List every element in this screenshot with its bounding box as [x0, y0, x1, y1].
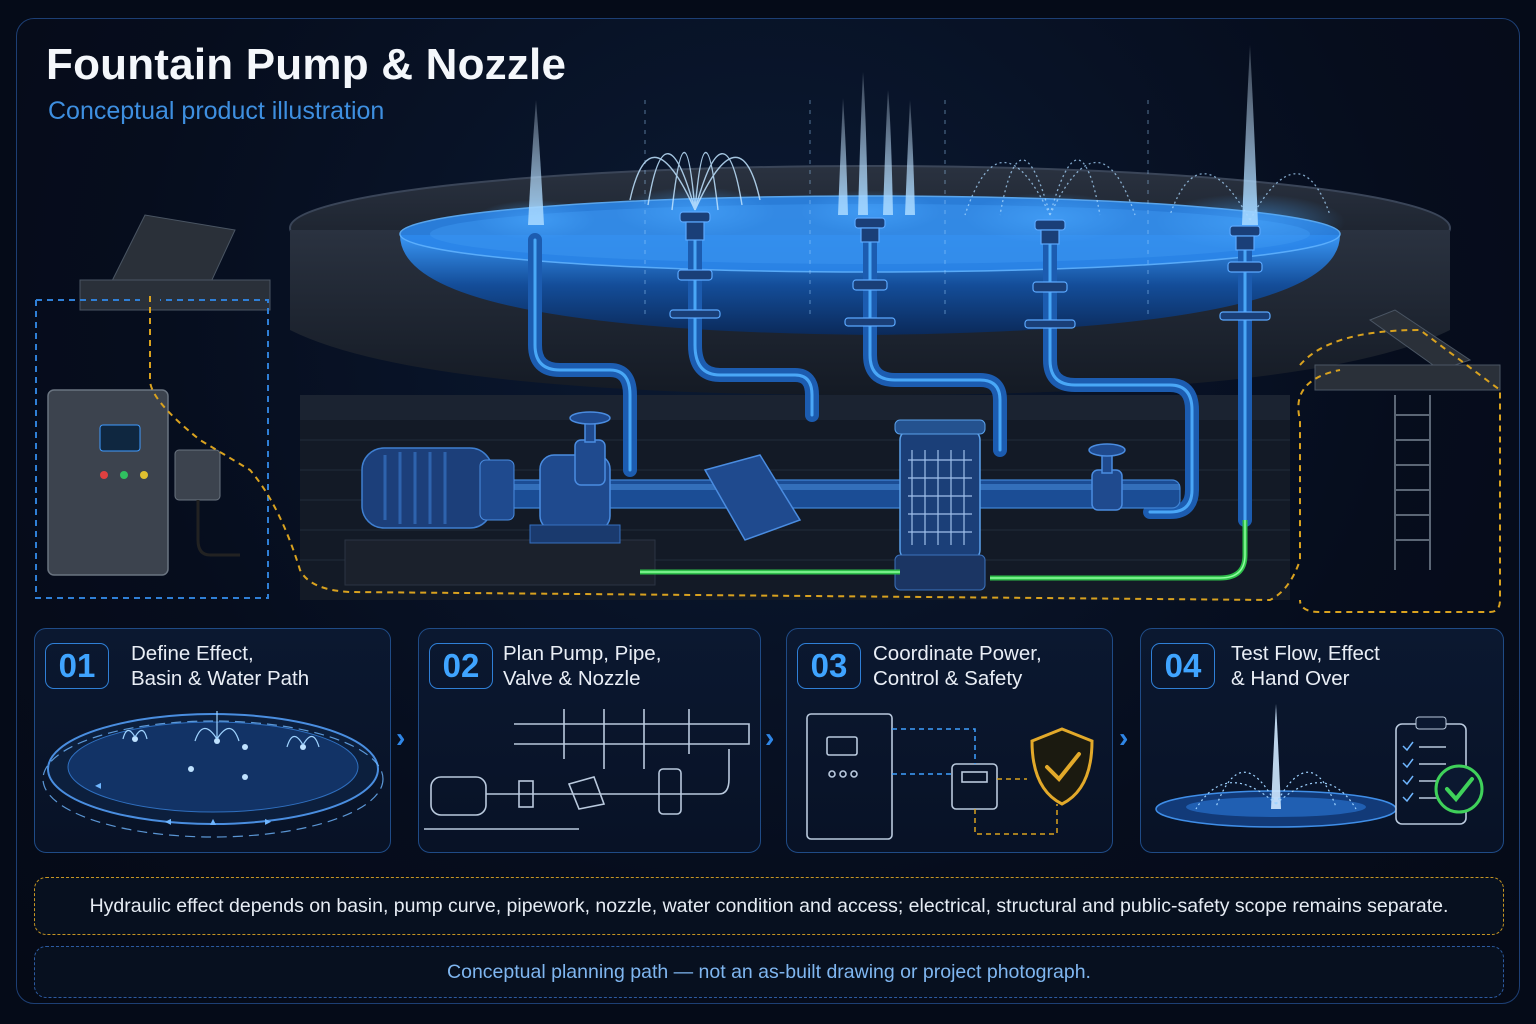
- scope-note: Hydraulic effect depends on basin, pump …: [34, 877, 1504, 935]
- shield-check-icon: [1030, 727, 1094, 806]
- chevron-right-icon: ›: [396, 722, 406, 753]
- ladder-icon: [1394, 395, 1431, 570]
- svg-text:◂: ◂: [95, 778, 101, 792]
- main-pipeline: [469, 479, 1181, 509]
- nozzle-icon: [669, 211, 1271, 329]
- basin-plan-icon: ◂ ◂ ▸ ▴: [42, 711, 384, 838]
- step-card-01: 01 Define Effect, Basin & Water Path ◂ ◂ ▸…: [34, 628, 391, 853]
- disclaimer-note: Conceptual planning path — not an as-bui…: [34, 946, 1504, 998]
- page-subtitle: Conceptual product illustration: [48, 97, 385, 125]
- step-number: 03: [797, 643, 861, 689]
- page-title: Fountain Pump & Nozzle: [46, 40, 567, 89]
- test-handover-icon: [1155, 704, 1484, 828]
- clipboard-check-icon: [1395, 716, 1484, 825]
- step-title: Test Flow, Effect & Hand Over: [1231, 642, 1380, 690]
- strainer-icon: [703, 454, 802, 541]
- step-number: 02: [429, 643, 493, 689]
- step-card-03: 03 Coordinate Power, Control & Safety: [786, 628, 1113, 853]
- step-title: Coordinate Power, Control & Safety: [873, 642, 1042, 690]
- junction-box-icon: [174, 449, 240, 557]
- access-hatch-icon: [79, 214, 1501, 391]
- step-card-02: 02 Plan Pump, Pipe, Valve & Nozzle: [418, 628, 761, 853]
- filter-icon: [894, 419, 986, 591]
- fountain-system-illustration: [35, 45, 1501, 613]
- svg-text:▴: ▴: [210, 814, 216, 828]
- riser-pipes: [528, 233, 1252, 527]
- step-title: Plan Pump, Pipe, Valve & Nozzle: [503, 642, 662, 690]
- step-title: Define Effect, Basin & Water Path: [131, 642, 310, 690]
- step-number: 01: [45, 643, 109, 689]
- return-line: [640, 520, 1248, 581]
- svg-text:▸: ▸: [265, 814, 271, 828]
- pump-motor-icon: [361, 447, 621, 544]
- electrical-cabinet-icon: [47, 389, 169, 576]
- boundary-lines: [35, 296, 1501, 613]
- svg-text:◂: ◂: [165, 814, 171, 828]
- pump-pipe-schematic-icon: [424, 709, 750, 830]
- gate-valve-icon: [569, 411, 1126, 511]
- chevron-right-icon: ›: [1119, 722, 1129, 753]
- step-number: 04: [1151, 643, 1215, 689]
- step-card-04: 04 Test Flow, Effect & Hand Over: [1140, 628, 1504, 853]
- fountain-jets: [475, 45, 1345, 250]
- power-control-safety-icon: [806, 713, 1094, 840]
- chevron-right-icon: ›: [765, 722, 775, 753]
